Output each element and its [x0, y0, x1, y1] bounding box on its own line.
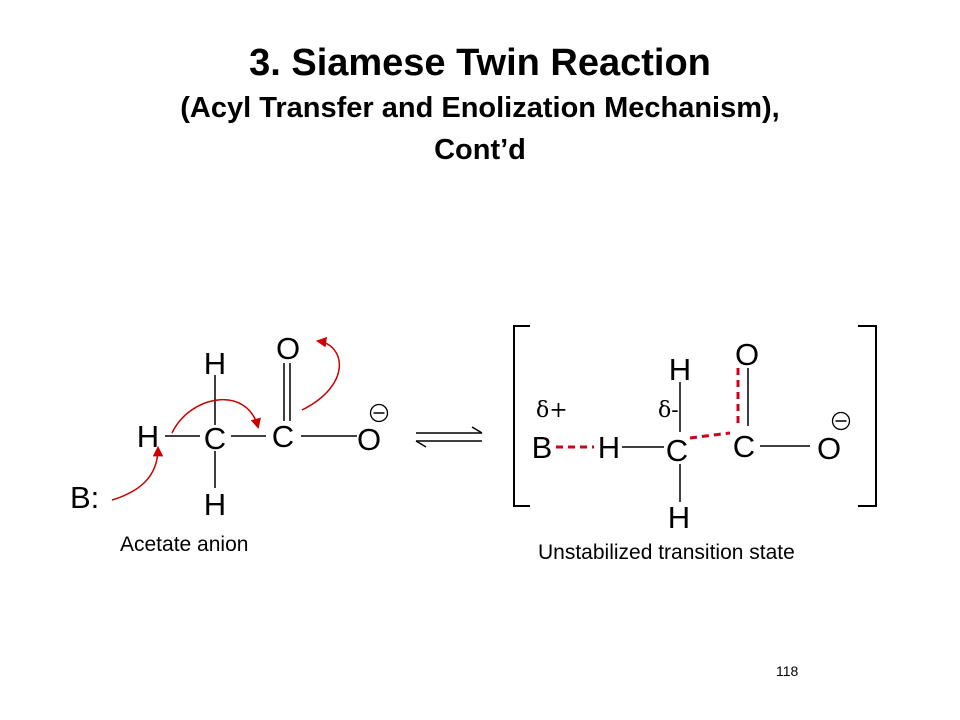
right-bracket: [858, 325, 877, 507]
slide-subtitle: (Acyl Transfer and Enolization Mechanism…: [180, 92, 780, 124]
curved-arrow-base-to-h: [111, 445, 164, 501]
atom-h-top: H: [669, 352, 691, 387]
curved-arrow-ch-to-cc: [171, 399, 261, 434]
atom-b: B: [532, 430, 553, 465]
title-block: 3. Siamese Twin Reaction (Acyl Transfer …: [0, 38, 960, 172]
atom-h-left: H: [137, 419, 159, 454]
atom-h-top: H: [204, 346, 226, 381]
atom-o-right: O: [817, 431, 841, 466]
acetate-anion-structure: H O H C C O H B: Acetate anion: [70, 331, 389, 556]
negative-charge-icon: [369, 403, 389, 423]
atom-o-right: O: [357, 422, 381, 457]
atom-c1: C: [666, 433, 688, 468]
page-number: 118: [776, 663, 799, 679]
transition-state-structure: H O B H C C O H δ+ δ- Unstabilized trans…: [513, 325, 877, 564]
base-b: B:: [70, 480, 99, 515]
delta-minus-label: δ-: [658, 398, 679, 423]
left-bracket: [513, 325, 530, 507]
partial-bond-c-c: [689, 431, 731, 440]
equilibrium-arrows-icon: [415, 426, 483, 448]
atom-o-top: O: [735, 337, 759, 372]
atom-h-bottom: H: [204, 487, 226, 522]
atom-c2: C: [272, 419, 294, 454]
negative-charge-icon: [831, 411, 851, 431]
slide-title: 3. Siamese Twin Reaction: [249, 42, 711, 84]
caption-transition-state: Unstabilized transition state: [538, 541, 795, 564]
delta-plus-label: δ+: [536, 398, 568, 423]
slide-subtitle-cont: Cont’d: [434, 134, 526, 166]
curved-arrow-co-to-o: [301, 337, 340, 411]
atom-o-top: O: [276, 331, 300, 366]
atom-h-bottom: H: [668, 500, 690, 535]
atom-c2: C: [733, 429, 755, 464]
atom-h-mid: H: [598, 430, 620, 465]
caption-acetate-anion: Acetate anion: [120, 533, 248, 556]
atom-c1: C: [204, 421, 226, 456]
